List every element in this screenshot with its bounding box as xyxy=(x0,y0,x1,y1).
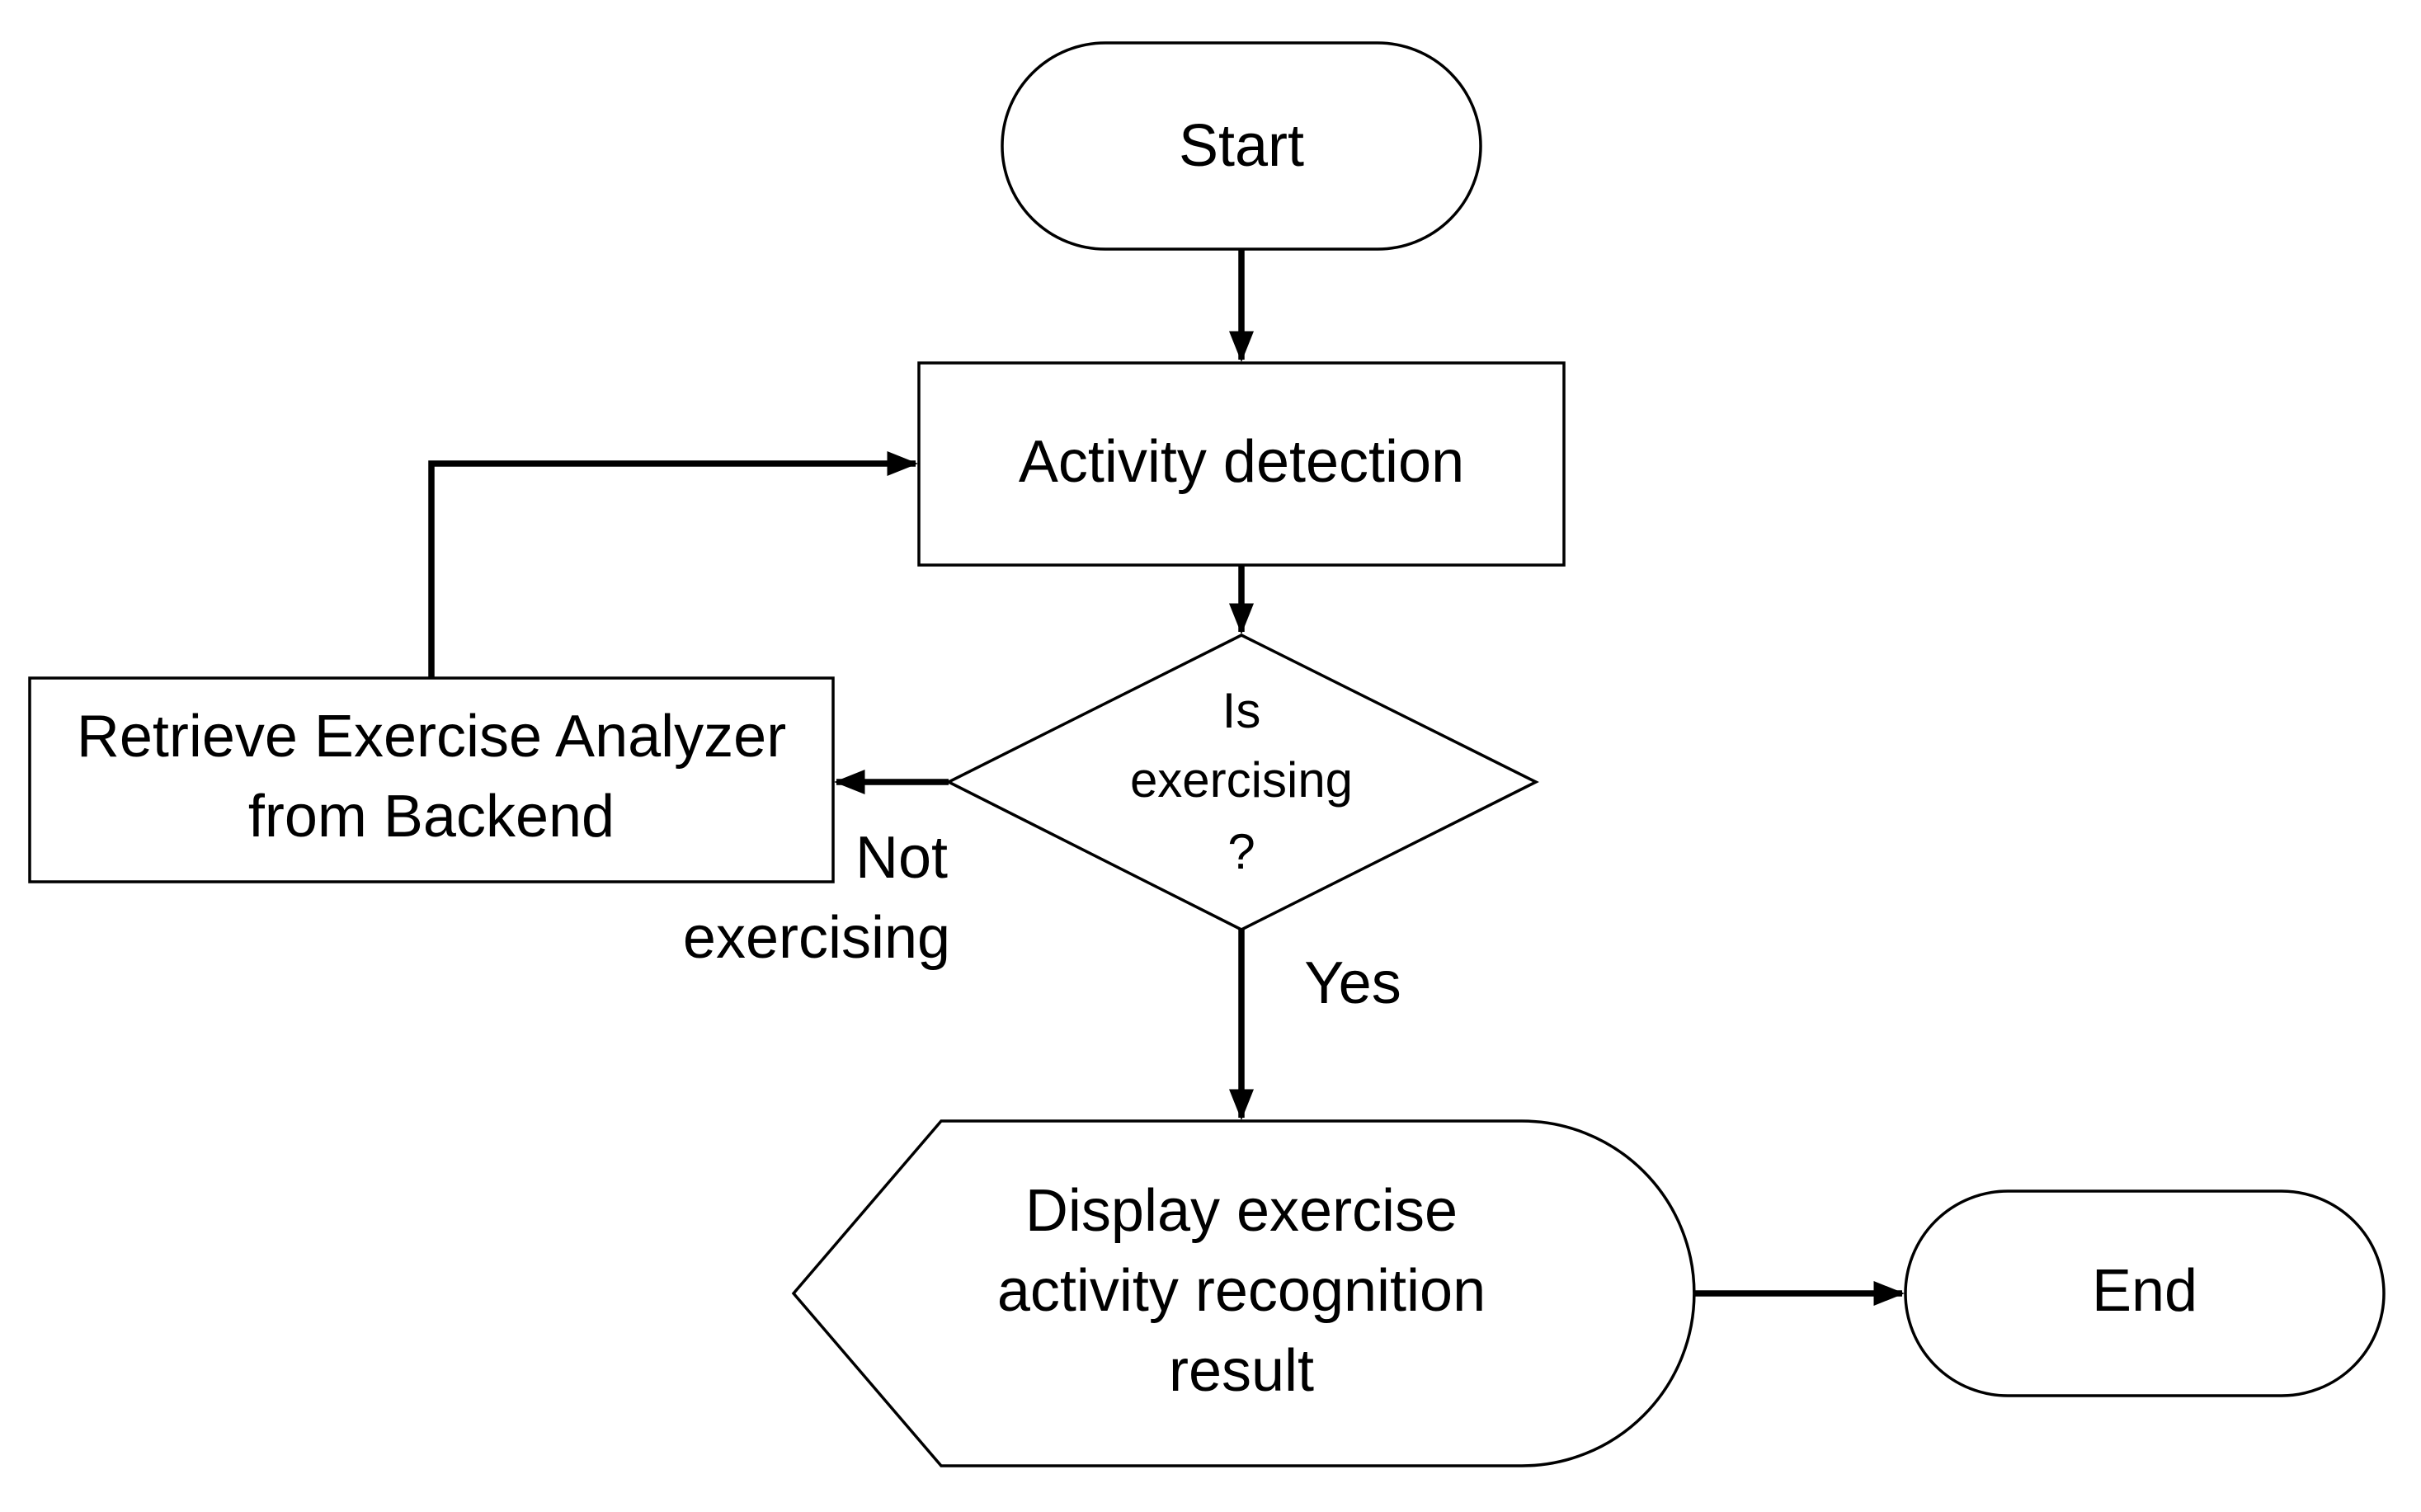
activity-detection-label: Activity detection xyxy=(1019,429,1464,495)
edge-label-not-exercising-line-1: Not xyxy=(855,825,948,891)
retrieve-analyzer-label-line-1: Retrieve Exercise Analyzer xyxy=(77,704,786,770)
retrieve-analyzer-node: Retrieve Exercise Analyzer from Backend xyxy=(28,676,835,883)
decision-label-line-1: Is xyxy=(1222,683,1261,738)
activity-detection-shape xyxy=(917,361,1566,567)
display-result-label-line-1: Display exercise xyxy=(1025,1178,1458,1244)
end-node: End xyxy=(1904,1189,2386,1397)
display-result-label-line-3: result xyxy=(1169,1338,1314,1404)
decision-label-line-3: ? xyxy=(1227,824,1255,879)
start-node: Start xyxy=(1001,41,1482,251)
display-result-node: Display exercise activity recognition re… xyxy=(791,1119,1696,1467)
retrieve-analyzer-label-line-2: from Backend xyxy=(248,784,615,850)
edge-label-not-exercising-line-2: exercising xyxy=(683,905,950,971)
start-label: Start xyxy=(1179,113,1304,179)
display-result-label-line-2: activity recognition xyxy=(997,1258,1486,1324)
display-result-shape xyxy=(791,1119,1696,1467)
end-shape xyxy=(1904,1189,2386,1397)
activity-detection-node: Activity detection xyxy=(917,361,1566,567)
edge-label-yes: Yes xyxy=(1304,950,1401,1016)
end-label: End xyxy=(2092,1258,2197,1324)
decision-node: Is exercising ? xyxy=(945,634,1539,931)
decision-label-line-2: exercising xyxy=(1130,752,1353,808)
arrow-retrieve-to-activity xyxy=(428,451,919,678)
